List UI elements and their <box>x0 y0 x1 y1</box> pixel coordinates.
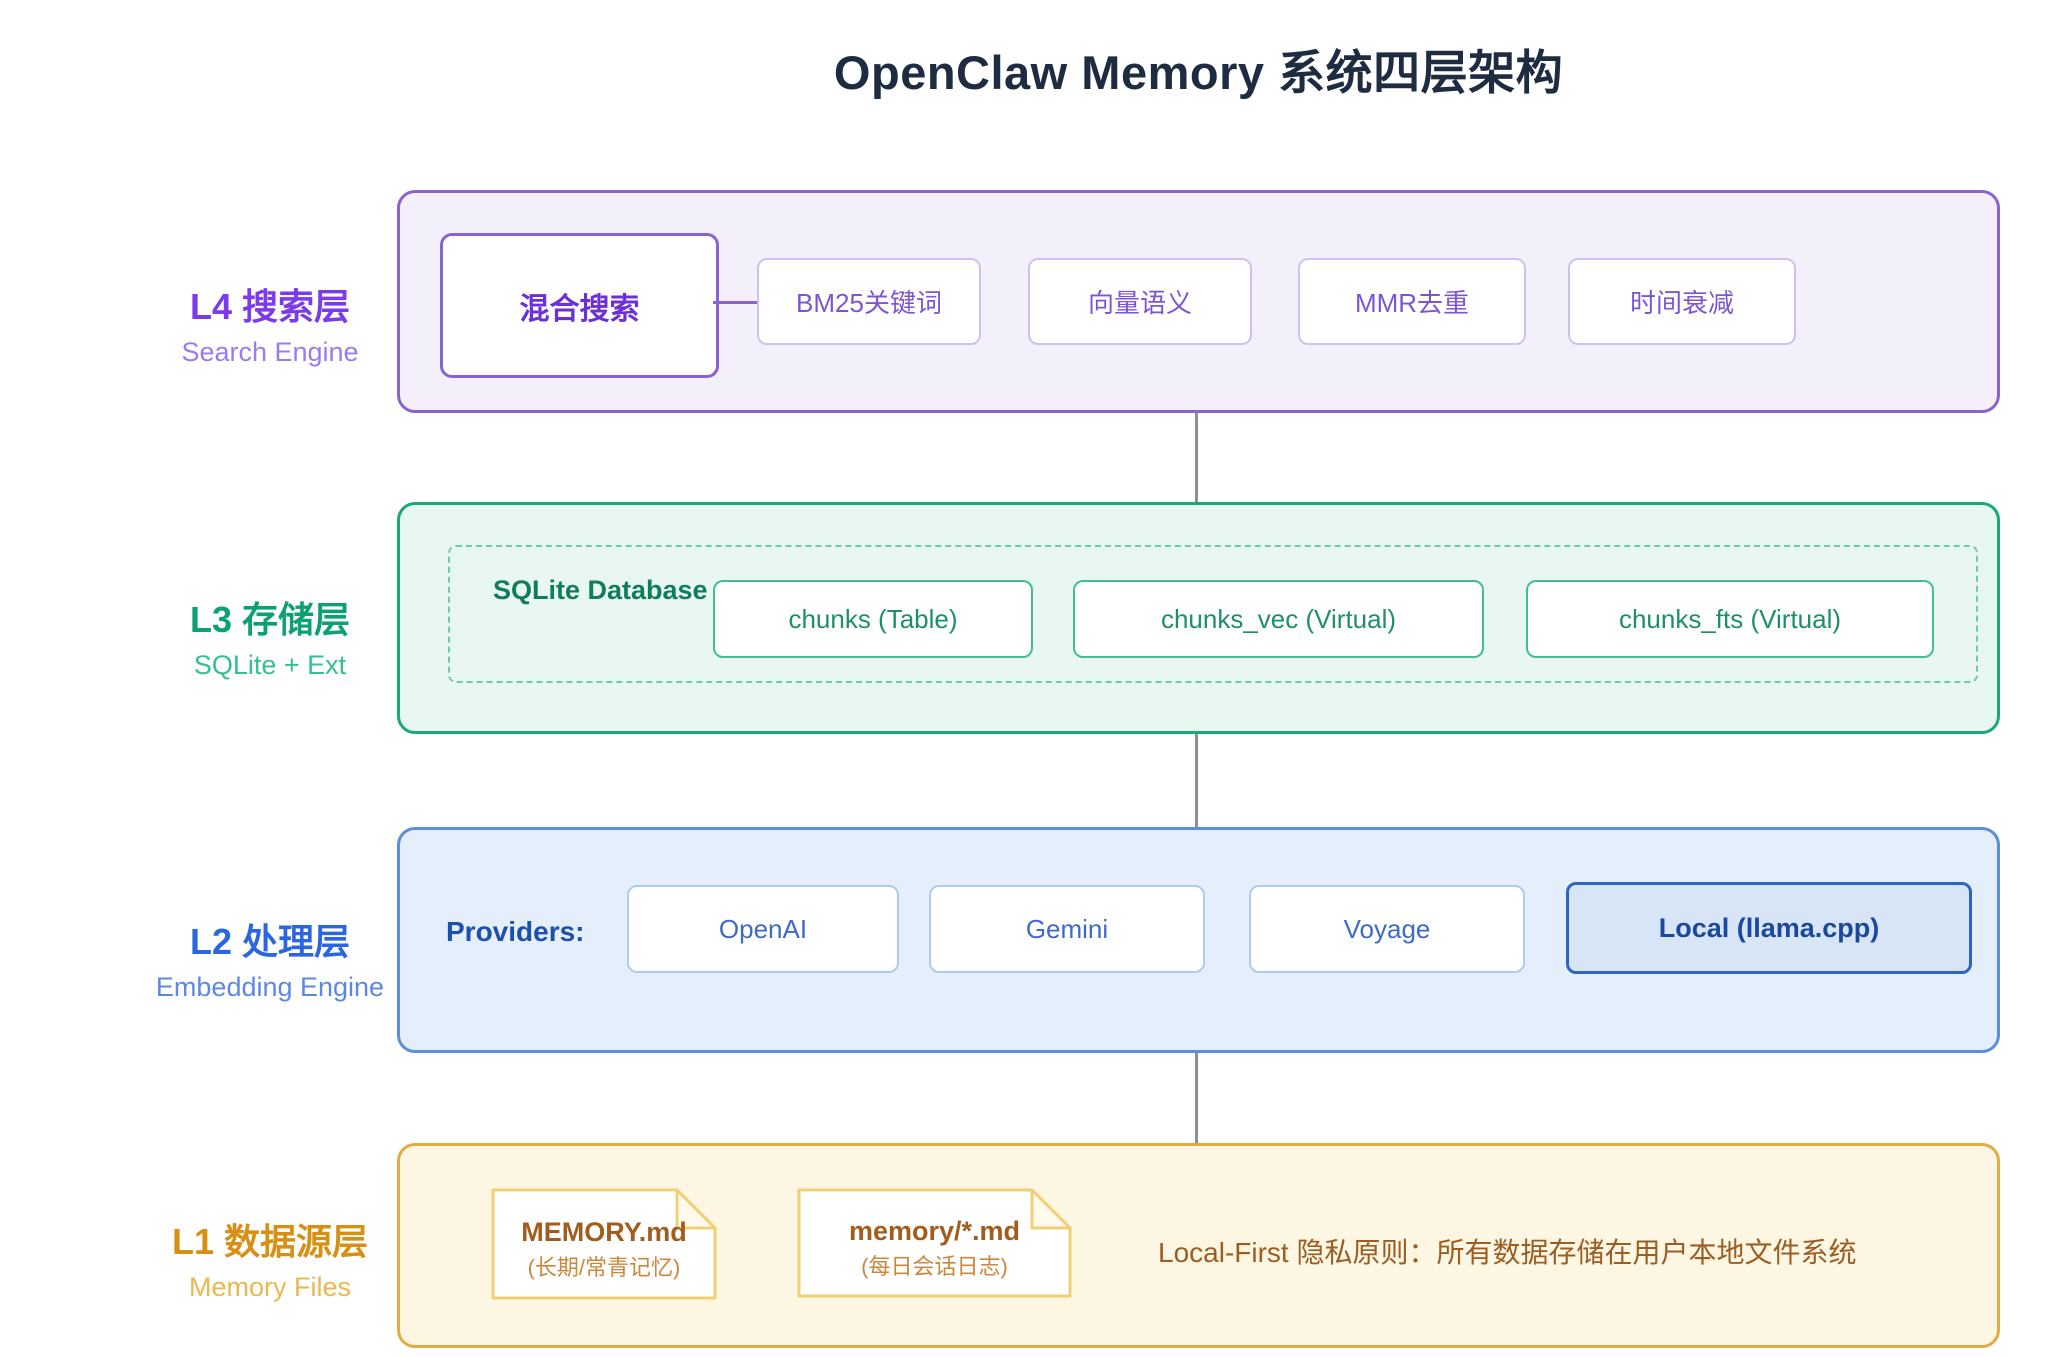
l2-sublabel: Embedding Engine <box>155 972 385 1002</box>
hybrid-to-bm25-connector <box>713 301 759 304</box>
l1-label: L1 数据源层 <box>171 1221 368 1262</box>
l4-search-layer-box: 混合搜索 BM25关键词 向量语义 MMR去重 时间衰减 <box>397 190 2000 413</box>
l3-l2-connector <box>1195 734 1198 827</box>
layer-label-l3: L3 存储层 SQLite + Ext <box>70 598 470 682</box>
providers-prefix: Providers: <box>446 916 585 947</box>
l4-l3-connector <box>1195 413 1198 502</box>
node-vector-semantic: 向量语义 <box>1028 258 1252 345</box>
l2-label: L2 处理层 <box>189 921 350 962</box>
l4-sublabel: Search Engine <box>181 337 359 367</box>
file-name: MEMORY.md <box>521 1217 687 1247</box>
layer-label-l1: L1 数据源层 Memory Files <box>70 1220 470 1304</box>
node-chunks-vec: chunks_vec (Virtual) <box>1073 580 1484 658</box>
layer-label-l4: L4 搜索层 Search Engine <box>70 285 470 369</box>
sqlite-database-group: SQLite Database chunks (Table) chunks_ve… <box>448 545 1978 683</box>
l3-sublabel: SQLite + Ext <box>193 650 347 680</box>
l2-l1-connector <box>1195 1053 1198 1143</box>
node-openai: OpenAI <box>627 885 899 973</box>
file-icon <box>797 1188 1072 1298</box>
l3-label: L3 存储层 <box>189 599 350 640</box>
node-gemini: Gemini <box>929 885 1205 973</box>
memory-md-file: MEMORY.md (长期/常青记忆) <box>491 1188 717 1300</box>
node-local-llamacpp: Local (llama.cpp) <box>1566 882 1972 974</box>
node-bm25: BM25关键词 <box>757 258 981 345</box>
layer-label-l2: L2 处理层 Embedding Engine <box>70 920 470 1004</box>
l1-sublabel: Memory Files <box>188 1272 351 1302</box>
node-voyage: Voyage <box>1249 885 1525 973</box>
page-title: OpenClaw Memory 系统四层架构 <box>833 46 1564 99</box>
l4-label: L4 搜索层 <box>189 286 350 327</box>
file-name: memory/*.md <box>848 1216 1021 1246</box>
node-chunks-table: chunks (Table) <box>713 580 1033 658</box>
sqlite-database-label: SQLite Database <box>493 575 708 605</box>
l3-storage-layer-box: SQLite Database chunks (Table) chunks_ve… <box>397 502 2000 734</box>
node-mmr-dedup: MMR去重 <box>1298 258 1526 345</box>
file-icon <box>491 1188 717 1300</box>
l2-processing-layer-box: Providers: OpenAI Gemini Voyage Local (l… <box>397 827 2000 1053</box>
memory-daily-file: memory/*.md (每日会话日志) <box>797 1188 1072 1298</box>
node-hybrid-search: 混合搜索 <box>440 233 719 378</box>
file-desc: (每日会话日志) <box>861 1254 1008 1279</box>
l1-datasource-layer-box: MEMORY.md (长期/常青记忆) memory/*.md (每日会话日志)… <box>397 1143 2000 1348</box>
file-desc: (长期/常青记忆) <box>527 1255 681 1280</box>
node-time-decay: 时间衰减 <box>1568 258 1796 345</box>
local-first-note: Local-First 隐私原则：所有数据存储在用户本地文件系统 <box>1158 1237 1857 1268</box>
node-chunks-fts: chunks_fts (Virtual) <box>1526 580 1934 658</box>
